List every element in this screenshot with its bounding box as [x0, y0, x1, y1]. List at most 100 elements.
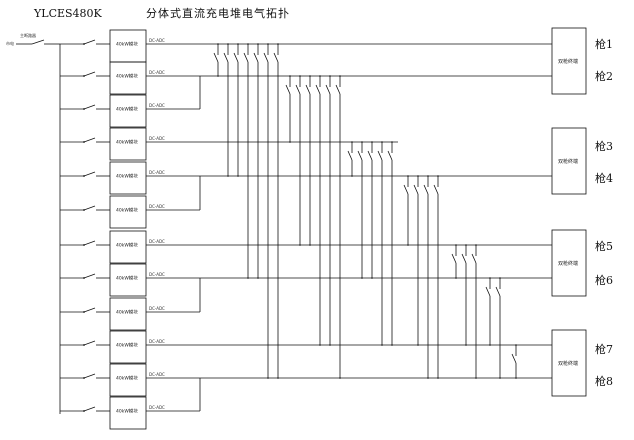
junction-dot	[319, 344, 321, 346]
junction-dot	[417, 344, 419, 346]
dc-label: DC-ADC	[149, 70, 165, 75]
gun-label: 枪8	[595, 374, 613, 388]
module-label: 40kW模块	[116, 275, 138, 282]
contactor-switch	[461, 253, 467, 264]
dc-label: DC-ADC	[149, 239, 165, 244]
junction-dot	[515, 377, 517, 379]
dual-gun-terminal: 双枪终端 枪7 枪8	[551, 329, 613, 397]
module-label: 40kW模块	[116, 375, 138, 382]
junction-dot	[277, 43, 279, 45]
dc-label: DC-ADC	[149, 136, 165, 141]
contactor-switch	[451, 253, 457, 264]
terminal-box	[551, 329, 587, 397]
module-breaker-switch	[83, 137, 96, 143]
interconnect-contactor	[511, 344, 517, 379]
module-label: 40kW模块	[116, 342, 138, 349]
module-breaker-switch	[83, 340, 96, 346]
junction-dot	[475, 377, 477, 379]
module-row: 40kW模块 DC-ADC	[60, 396, 165, 430]
interconnect-contactor	[387, 141, 393, 346]
junction-dot	[267, 43, 269, 45]
terminal-box	[551, 127, 587, 195]
junction-dot	[515, 344, 517, 346]
module-label: 40kW模块	[116, 139, 138, 146]
module-breaker-switch	[83, 39, 96, 45]
contactor-switch	[413, 184, 419, 195]
module-breaker-switch	[83, 104, 96, 110]
contactor-switch	[263, 52, 269, 63]
contactor-switch	[511, 353, 517, 364]
contactor-switch	[223, 52, 229, 63]
junction-dot	[391, 344, 393, 346]
junction-dot	[329, 344, 331, 346]
interconnect-contactor	[263, 43, 269, 379]
interconnect-contactor	[335, 75, 341, 379]
breaker-label: 主断路器	[20, 32, 36, 38]
dc-label: DC-ADC	[149, 272, 165, 277]
junction-dot	[267, 377, 269, 379]
junction-dot	[339, 377, 341, 379]
interconnect-contactor	[367, 141, 373, 279]
module-breaker-switch	[83, 171, 96, 177]
interconnect-contactor	[461, 244, 467, 346]
interconnect-contactor	[377, 141, 383, 346]
junction-dot	[455, 244, 457, 246]
diagram-title: 分体式直流充电堆电气拓扑	[146, 6, 290, 20]
interconnect-contactor	[305, 75, 311, 246]
junction-dot	[361, 277, 363, 279]
junction-dot	[437, 175, 439, 177]
interconnect-contactor	[295, 75, 301, 246]
contactor-switch	[243, 52, 249, 63]
interconnect-contactor	[285, 75, 291, 143]
module-breaker-switch	[83, 373, 96, 379]
junction-dot	[227, 43, 229, 45]
interconnect-contactor	[495, 277, 501, 379]
contactor-switch	[233, 52, 239, 63]
interconnect-contactor	[273, 43, 279, 379]
junction-dot	[299, 244, 301, 246]
interconnect-contactor	[433, 175, 439, 379]
junction-dot	[329, 75, 331, 77]
junction-dot	[339, 75, 341, 77]
contactor-switch	[367, 150, 373, 161]
contactor-switch	[325, 84, 331, 95]
main-breaker-switch	[31, 39, 45, 45]
interconnect-contactor	[243, 43, 249, 279]
interconnect-contactor	[423, 175, 429, 379]
junction-dot	[489, 344, 491, 346]
junction-dot	[371, 277, 373, 279]
junction-dot	[247, 43, 249, 45]
junction-dot	[247, 277, 249, 279]
contactor-switch	[213, 52, 219, 63]
gun-label: 枪7	[595, 342, 613, 356]
contactor-switch	[495, 286, 501, 297]
contactor-switch	[471, 253, 477, 264]
interconnect-contactor	[253, 43, 259, 279]
interconnect-contactor	[451, 244, 457, 279]
junction-dot	[489, 277, 491, 279]
junction-dot	[465, 244, 467, 246]
model-label: YLCES480K	[33, 7, 103, 20]
interconnect-contactor	[213, 43, 219, 77]
junction-dot	[361, 141, 363, 143]
dc-bus-network	[146, 43, 552, 412]
power-module-box	[109, 195, 147, 229]
power-module-box	[109, 330, 147, 364]
dc-label: DC-ADC	[149, 405, 165, 410]
terminal-box	[551, 27, 587, 95]
interconnect-contactor	[357, 141, 363, 279]
module-label: 40kW模块	[116, 408, 138, 415]
power-module-box	[109, 297, 147, 331]
power-module-box	[109, 230, 147, 264]
terminal-label: 双枪终端	[558, 360, 578, 367]
dc-label: DC-ADC	[149, 372, 165, 377]
interconnect-contactor	[325, 75, 331, 346]
junction-dot	[289, 141, 291, 143]
module-rows: 40kW模块 DC-ADC 40kW模块 DC-ADC 40kW模块 DC-ADC 40kW…	[60, 29, 165, 430]
junction-dot	[351, 175, 353, 177]
